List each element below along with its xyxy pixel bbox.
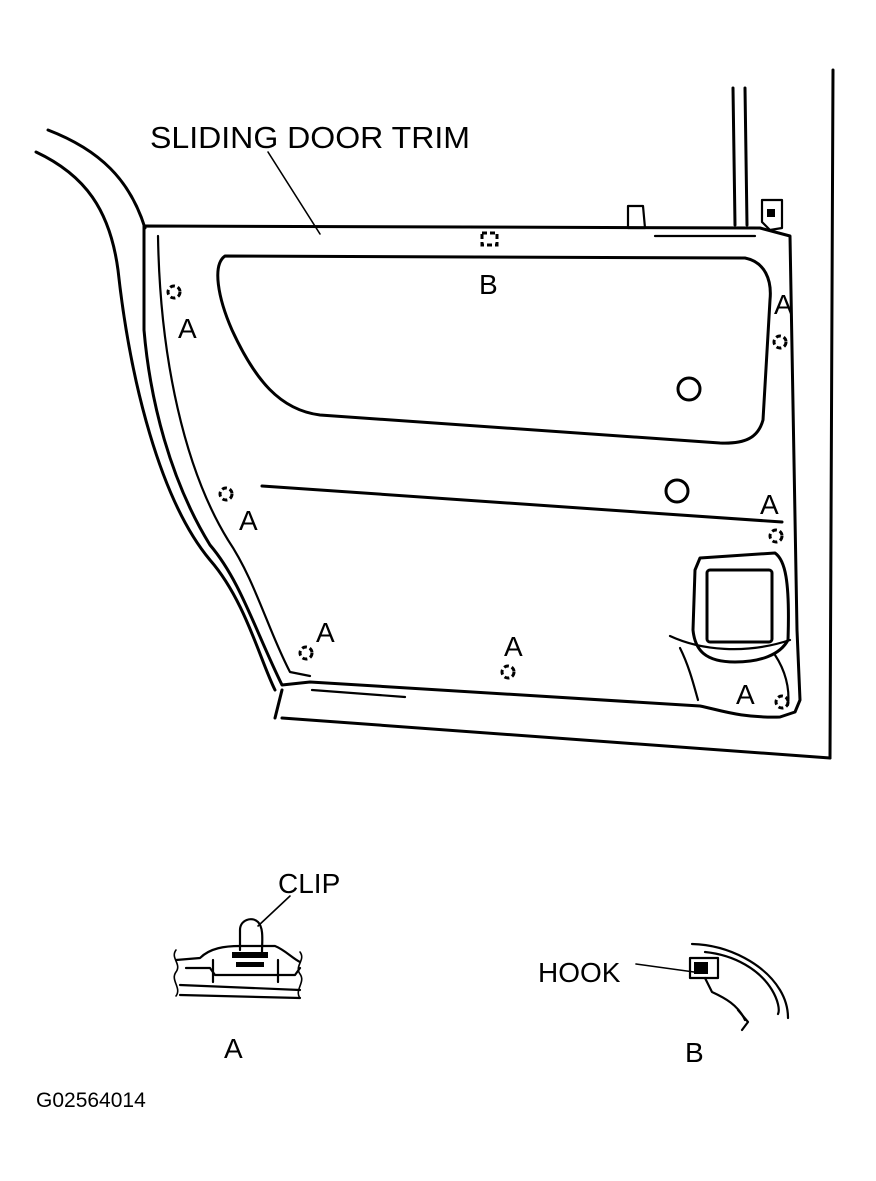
upper-window-recess [216, 254, 772, 445]
sill-trim-line [310, 688, 407, 699]
armrest-pocket [678, 646, 700, 702]
clip-a-label-5: A [316, 617, 335, 648]
door-frame-post-1 [731, 86, 737, 227]
body-outline-inner [46, 128, 147, 230]
top-bracket [626, 204, 647, 230]
clip-marker-a-5 [298, 645, 314, 661]
hook-outer-curve [690, 942, 790, 1020]
detail-a-caption: A [224, 1033, 243, 1064]
clip-leader-line [257, 895, 291, 927]
clip-a-label-2: A [774, 289, 793, 320]
door-frame-post-2 [743, 86, 749, 227]
latch-dot [767, 209, 775, 217]
clip-a-label-7: A [736, 679, 755, 710]
detail-b-hook-illustration [635, 942, 790, 1032]
clip-panel-bottom-2 [178, 993, 302, 1000]
clip-label: CLIP [278, 868, 340, 899]
clip-marker-a-4 [768, 528, 784, 544]
hook-marker-b [480, 231, 499, 247]
detail-a-clip-illustration [173, 895, 303, 1000]
figure-id: G02564014 [36, 1089, 146, 1112]
clip-panel-bottom [178, 983, 302, 992]
handle-recess-outer [691, 551, 790, 664]
clip-base [236, 962, 264, 967]
clip-marker-a-3 [218, 486, 234, 502]
title-leader-line [267, 151, 321, 235]
clip-a-label-3: A [239, 505, 258, 536]
clip-marker-a-6 [500, 664, 516, 680]
clip-marker-a-7 [774, 694, 790, 710]
hook-latch-fill [694, 962, 708, 974]
hook-label: HOOK [538, 957, 621, 988]
trim-panel-inner-edge [156, 234, 312, 678]
upper-hole [676, 376, 702, 402]
clip-body [238, 918, 264, 954]
title-label: SLIDING DOOR TRIM [150, 120, 470, 155]
belt-line [260, 484, 784, 524]
armrest-curve [668, 634, 792, 651]
clip-marker-a-2 [772, 334, 788, 350]
clip-a-label-6: A [504, 631, 523, 662]
latch-plate [760, 198, 784, 232]
clip-marker-a-1 [166, 284, 182, 300]
clip-a-label-4: A [760, 489, 779, 520]
trim-panel-outline [142, 224, 802, 719]
door-frame-bottom [280, 716, 832, 760]
handle-recess-inner [705, 568, 774, 644]
body-outline-outer [34, 150, 277, 692]
detail-b-caption: B [685, 1037, 704, 1068]
hook-leader-line [635, 963, 695, 973]
hook-tab [736, 1008, 750, 1032]
hook-b-label: B [479, 269, 498, 300]
clip-break-right [297, 951, 303, 999]
door-frame-sill [273, 688, 284, 720]
hook-body-edge [703, 976, 747, 1022]
clip-panel-inner [184, 966, 302, 977]
clip-head [232, 952, 268, 958]
clip-break-left [173, 949, 179, 997]
door-frame-right [828, 68, 835, 760]
hook-inner-curve [703, 950, 780, 1016]
door-panel-illustration [34, 68, 835, 760]
lower-hole [664, 478, 690, 504]
clip-a-label-1: A [178, 313, 197, 344]
